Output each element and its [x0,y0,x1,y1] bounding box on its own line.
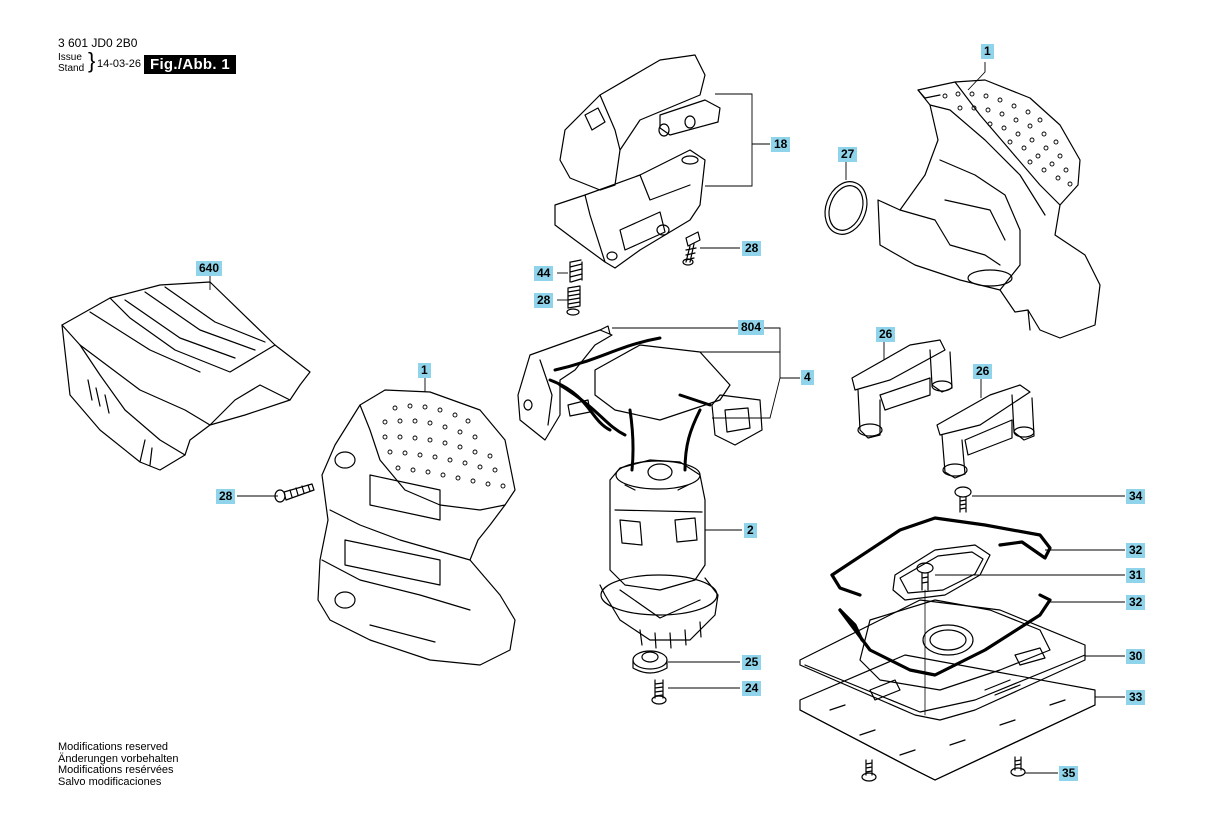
callout-26-lower: 26 [973,364,993,379]
issue-label-en: Issue [58,52,82,63]
housing-left-vent-holes [382,403,506,489]
gasket [892,544,991,601]
sanding-pad [799,654,1096,781]
callout-2: 2 [744,523,757,538]
screw-clamp [954,486,972,513]
callout-4: 4 [801,370,814,385]
callout-18: 18 [771,137,791,152]
o-ring [824,181,868,235]
callout-1-housing-left: 1 [418,363,431,378]
note-es: Salvo modificaciones [58,775,162,788]
housing-half-left [317,389,516,666]
document-number: 3 601 JD0 2B0 [58,36,138,50]
screw-spring [566,285,581,316]
handle-cover-top [559,54,721,191]
housing-half-right [877,79,1101,339]
callout-32-lower: 32 [1126,595,1146,610]
callout-26-upper: 26 [876,327,896,342]
callout-804: 804 [738,320,765,335]
callout-28-handle-screw: 28 [742,241,762,256]
modifications-notes: Modifications reserved Änderungen vorbeh… [58,741,179,788]
issue-date: 14-03-26 [97,58,142,70]
screw-handle [682,231,701,266]
screws-pad [861,756,1026,782]
callout-30: 30 [1126,649,1146,664]
wire-frame-upper [830,516,1052,597]
washer [632,650,668,674]
dust-box [61,281,311,471]
callout-28-spring-screw: 28 [534,293,554,308]
clamp-upper [851,339,953,439]
callout-25: 25 [742,655,762,670]
note-de: Änderungen vorbehalten [58,752,179,765]
callout-24: 24 [742,681,762,696]
clamp-lower [936,384,1035,479]
callout-35: 35 [1059,766,1079,781]
callout-33: 33 [1126,690,1146,705]
callout-1-housing-right: 1 [981,44,994,59]
callout-34: 34 [1126,489,1146,504]
note-en: Modifications reserved [58,741,169,753]
issue-label: Issue Stand [58,52,94,74]
screw-motor [651,679,667,705]
housing-right-vent-holes [942,91,1073,187]
callout-27: 27 [838,147,858,162]
callout-640: 640 [196,261,223,276]
screw-housing-left [274,483,315,503]
callout-31: 31 [1126,568,1146,583]
spring [569,259,583,283]
electronics-module [517,325,763,472]
callout-28-housing-screw: 28 [216,489,236,504]
figure-label: Fig./Abb. 1 [144,55,236,74]
issue-label-de: Stand [58,63,85,74]
motor-wires [548,336,712,472]
motor [599,459,719,649]
callout-44: 44 [534,266,554,281]
sole-plate [799,599,1086,721]
wire-frame-lower [838,593,1052,677]
callout-32-upper: 32 [1126,543,1146,558]
note-fr: Modifications resérvées [58,764,174,776]
handle-cover-bottom [554,149,706,269]
brace-glyph: } [88,48,96,73]
screw-sole [916,562,934,716]
